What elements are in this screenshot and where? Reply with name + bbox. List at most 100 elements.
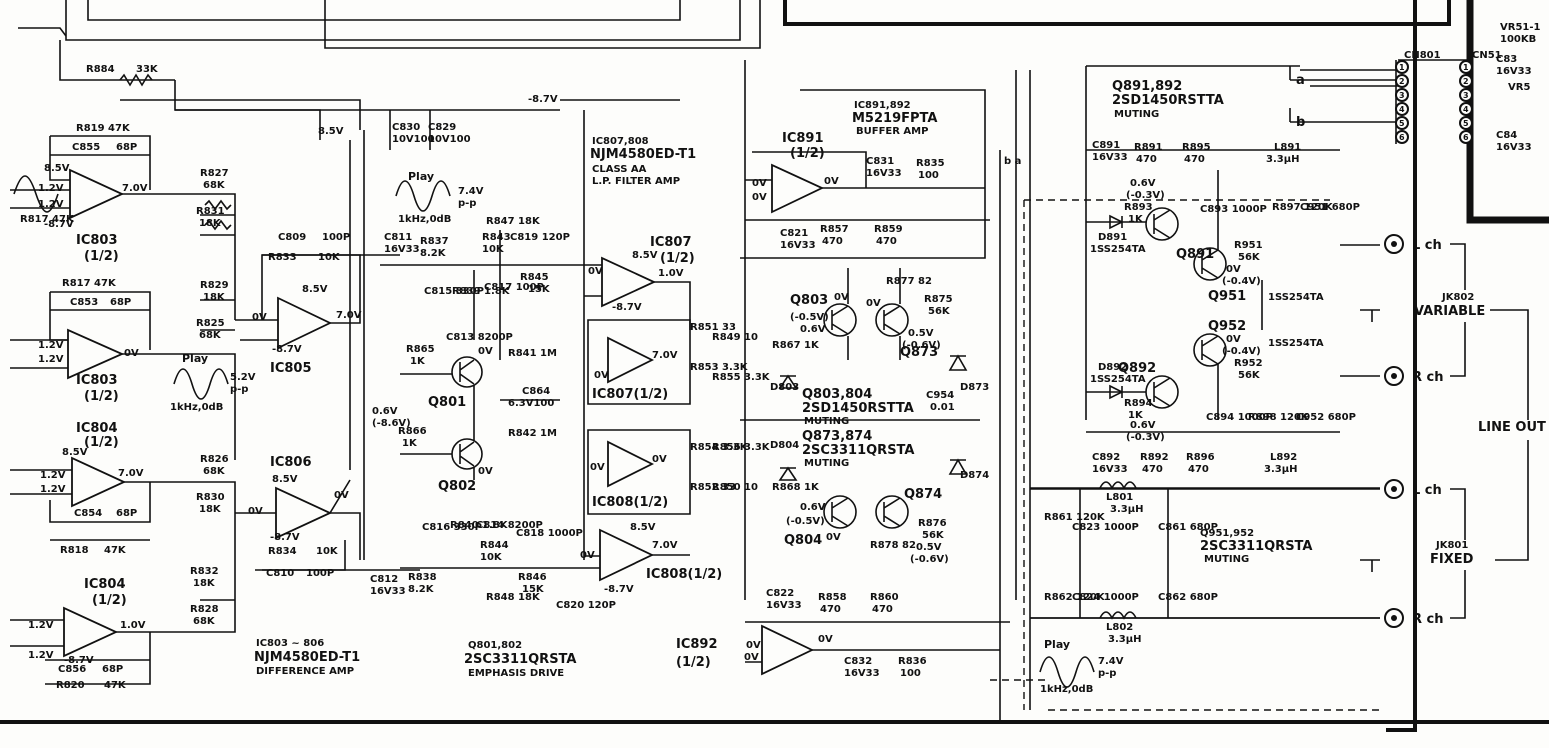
r830-label: R830 xyxy=(196,492,225,503)
q803-804-part: 2SD1450RSTTA xyxy=(802,401,914,416)
r850-label: R850 10 xyxy=(712,482,758,493)
q804-transistor xyxy=(823,495,857,529)
c822-label: C822 xyxy=(766,588,794,599)
frame-lines xyxy=(0,0,1549,732)
ic808-opamp-b xyxy=(607,440,655,488)
v0-m: 0V xyxy=(752,192,767,203)
c892-value: 16V33 xyxy=(1092,464,1128,475)
cn51-pin-label-6: 6 xyxy=(1463,133,1469,142)
c809-value: 100P xyxy=(322,232,350,243)
r875-label: R875 xyxy=(924,294,953,305)
cn801-pin-label-1: 1 xyxy=(1399,63,1405,72)
c891-label: C891 xyxy=(1092,140,1120,151)
vm03-a: (-0.3V) xyxy=(1126,190,1165,201)
r846-label: R846 xyxy=(518,572,547,583)
q873-874-part: 2SC3311QRSTA xyxy=(802,443,914,458)
q951-label: Q951 xyxy=(1208,289,1246,304)
c854-label: C854 xyxy=(74,508,102,519)
ic807-label: IC807 xyxy=(650,235,692,250)
r878-label: R878 82 xyxy=(870,540,916,551)
r841-label: R841 1M xyxy=(508,348,557,359)
v0-b: 0V xyxy=(252,312,267,323)
vr5-label: VR5 xyxy=(1508,82,1530,93)
v0-r: 0V xyxy=(834,292,849,303)
r854-label: R854 3.3K xyxy=(690,442,749,453)
ic891-half: (1/2) xyxy=(790,146,825,161)
r894-label: R894 xyxy=(1124,398,1153,409)
r893-value: 1K xyxy=(1128,214,1144,225)
r951-value: 56K xyxy=(1238,252,1261,263)
c811-label: C811 xyxy=(384,232,412,243)
ic804-opamp xyxy=(63,606,119,658)
q803-label: Q803 xyxy=(790,293,828,308)
r829-value: 18K xyxy=(203,292,226,303)
cn801-pin-1 xyxy=(1395,60,1409,74)
c855-value: 68P xyxy=(116,142,137,153)
l801-label: L801 xyxy=(1106,492,1133,503)
c822-value: 16V33 xyxy=(766,600,802,611)
r844-label: R844 xyxy=(480,540,509,551)
r876-label: R876 xyxy=(918,518,947,529)
v12-a: 1.2V xyxy=(38,183,64,194)
v7-c: 7.0V xyxy=(652,540,678,551)
dashed-wiring xyxy=(990,199,1380,711)
r833-value: 10K xyxy=(318,252,341,263)
c864-value: 6.3V100 xyxy=(508,398,554,409)
v05-b: 0.5V xyxy=(916,542,942,553)
q951-952-name: Q951,952 xyxy=(1200,528,1254,539)
r898-label: R898 120K xyxy=(1248,412,1310,423)
r860-value: 470 xyxy=(872,604,893,615)
r860-label: R860 xyxy=(870,592,899,603)
r865-value: 1K xyxy=(410,356,426,367)
c830-label: C830 xyxy=(392,122,420,133)
q891-892-func: MUTING xyxy=(1114,109,1159,120)
v12-h: 1.2V xyxy=(28,650,54,661)
v7-a: 7.0V xyxy=(122,183,148,194)
block-labels: IC807,808 NJM4580ED-T1 CLASS AA L.P. FIL… xyxy=(254,79,1312,679)
c810-value: 100P xyxy=(306,568,334,579)
c812-label: C812 xyxy=(370,574,398,585)
pp-label-right: p-p xyxy=(1098,668,1116,679)
vr51-label: VR51-1 xyxy=(1500,22,1541,33)
cn51-pin-label-5: 5 xyxy=(1463,119,1469,128)
r817-label: R817 47K xyxy=(62,278,117,289)
r843-label: R843 xyxy=(482,232,511,243)
r892-label: R892 xyxy=(1140,452,1169,463)
v0-s: 0V xyxy=(826,532,841,543)
v85-d: 8.5V xyxy=(272,474,298,485)
v06-a: 0.6V xyxy=(372,406,398,417)
r876-value: 56K xyxy=(922,530,945,541)
v0-g: 0V xyxy=(588,266,603,277)
r828-label: R828 xyxy=(190,604,219,615)
q803-transistor xyxy=(823,303,857,337)
q873-874-name: Q873,874 xyxy=(802,429,872,444)
q873-label: Q873 xyxy=(900,345,938,360)
cn51-pin-2 xyxy=(1459,74,1473,88)
r821-label: R817 47K xyxy=(20,214,75,225)
r861-label: R861 120K xyxy=(1044,512,1106,523)
v06-d: 0.6V xyxy=(1130,178,1156,189)
c853-label: C853 xyxy=(70,297,98,308)
r837-label: R837 xyxy=(420,236,449,247)
d892-type: 1SS254TA xyxy=(1090,374,1146,385)
c829-label: C829 xyxy=(428,122,456,133)
ic807-808-name: IC807,808 xyxy=(592,136,649,147)
c891-value: 16V33 xyxy=(1092,152,1128,163)
c819-label: C819 120P xyxy=(510,232,570,243)
q801-802-func: EMPHASIS DRIVE xyxy=(468,668,564,679)
r848-label: R848 18K xyxy=(486,592,541,603)
filter-amp-block: IC807 (1/2) 8.5V 1.0V 0V -8.7V 7.0V 0V I… xyxy=(580,235,771,595)
r836-label: R836 xyxy=(898,656,927,667)
tone-label-left: 1kHz,0dB xyxy=(170,402,223,413)
r858-label: R858 xyxy=(818,592,847,603)
c814-label: C814 8200P xyxy=(476,520,543,531)
ic803-806-func: DIFFERENCE AMP xyxy=(256,666,354,677)
tone-label-right: 1kHz,0dB xyxy=(1040,684,1093,695)
cn51-pin-3 xyxy=(1459,88,1473,102)
v0-q: 0V xyxy=(818,634,833,645)
v85-c: 8.5V xyxy=(302,284,328,295)
c892-label: C892 xyxy=(1092,452,1120,463)
ic891-892-part: M5219FPTA xyxy=(852,111,937,126)
